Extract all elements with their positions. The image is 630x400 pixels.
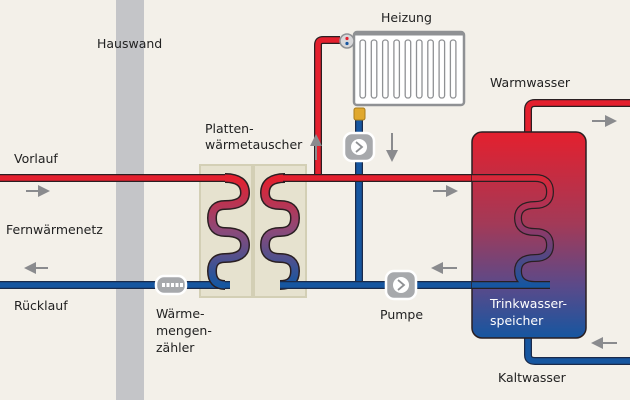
radiator-fin: [370, 39, 378, 99]
label-hauswand: Hauswand: [97, 36, 163, 51]
heating-pump: [342, 131, 376, 163]
thermostat-valve: [339, 33, 355, 49]
label-trinkwasserspeicher-1: Trinkwasser-: [490, 296, 568, 311]
heating-supply-pipe: [314, 36, 340, 178]
radiator-valve-fitting: [353, 107, 366, 121]
radiator-fin: [404, 39, 412, 99]
radiator-fin: [415, 39, 423, 99]
radiator-fin: [393, 39, 401, 99]
pumpe: [384, 269, 418, 301]
label-waermemengenzaehler-2: mengen-: [156, 323, 212, 338]
label-vorlauf: Vorlauf: [14, 151, 58, 166]
radiator-fin: [427, 39, 434, 99]
warmwasser-pipe: [524, 99, 630, 132]
radiator-fin: [359, 39, 367, 99]
radiator-fin: [381, 39, 389, 99]
label-plattenwaermetauscher-1: Platten-: [205, 121, 254, 136]
label-waermemengenzaehler-3: zähler: [156, 340, 195, 355]
label-waermemengenzaehler-1: Wärme-: [156, 306, 205, 321]
label-plattenwaermetauscher-2: wärmetauscher: [205, 137, 303, 152]
radiator-fin: [438, 39, 446, 99]
label-pumpe: Pumpe: [380, 307, 424, 322]
radiator-fin: [449, 39, 457, 99]
label-heizung: Heizung: [381, 10, 432, 25]
label-warmwasser: Warmwasser: [490, 75, 571, 90]
label-kaltwasser: Kaltwasser: [498, 370, 566, 385]
label-ruecklauf: Rücklauf: [14, 298, 68, 313]
primary-coil: [206, 173, 251, 290]
kaltwasser-pipe: [524, 335, 630, 365]
label-trinkwasserspeicher-2: speicher: [490, 313, 544, 328]
radiator: [352, 30, 466, 107]
secondary-coil: [259, 173, 301, 290]
tank-coil: [472, 174, 555, 289]
waermemengenzaehler: [154, 274, 188, 296]
label-fernwaermenetz: Fernwärmenetz: [6, 222, 103, 237]
house-wall: [116, 0, 144, 400]
